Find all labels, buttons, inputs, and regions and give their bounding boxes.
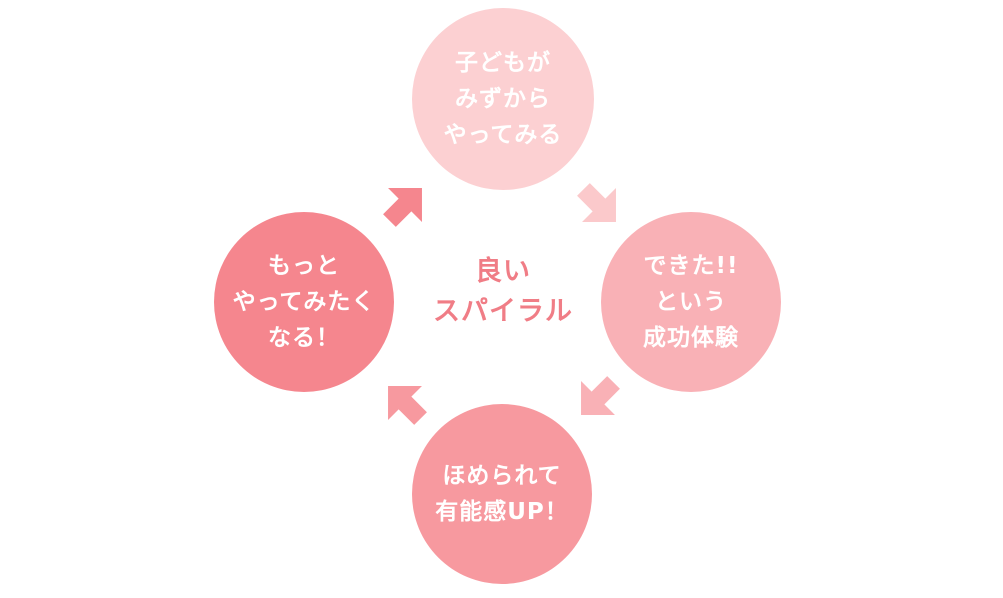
node-bottom-label: ほめられて 有能感UP！	[435, 463, 569, 525]
arrow-right-to-bottom	[581, 376, 620, 415]
arrow-left-to-top	[383, 188, 422, 227]
node-top-label: 子どもが みずから やってみる	[443, 50, 563, 148]
center-label: 良い スパイラル	[433, 256, 573, 327]
node-right-label: できた!! という 成功体験	[643, 253, 739, 351]
node-left-label: もっと やってみたく なる！	[232, 253, 376, 351]
node-right: できた!! という 成功体験	[601, 212, 781, 392]
arrow-top-to-right	[577, 183, 616, 222]
node-left: もっと やってみたく なる！	[214, 212, 394, 392]
node-top: 子どもが みずから やってみる	[412, 8, 594, 190]
node-bottom: ほめられて 有能感UP！	[412, 404, 592, 584]
arrow-bottom-to-left	[388, 386, 427, 425]
